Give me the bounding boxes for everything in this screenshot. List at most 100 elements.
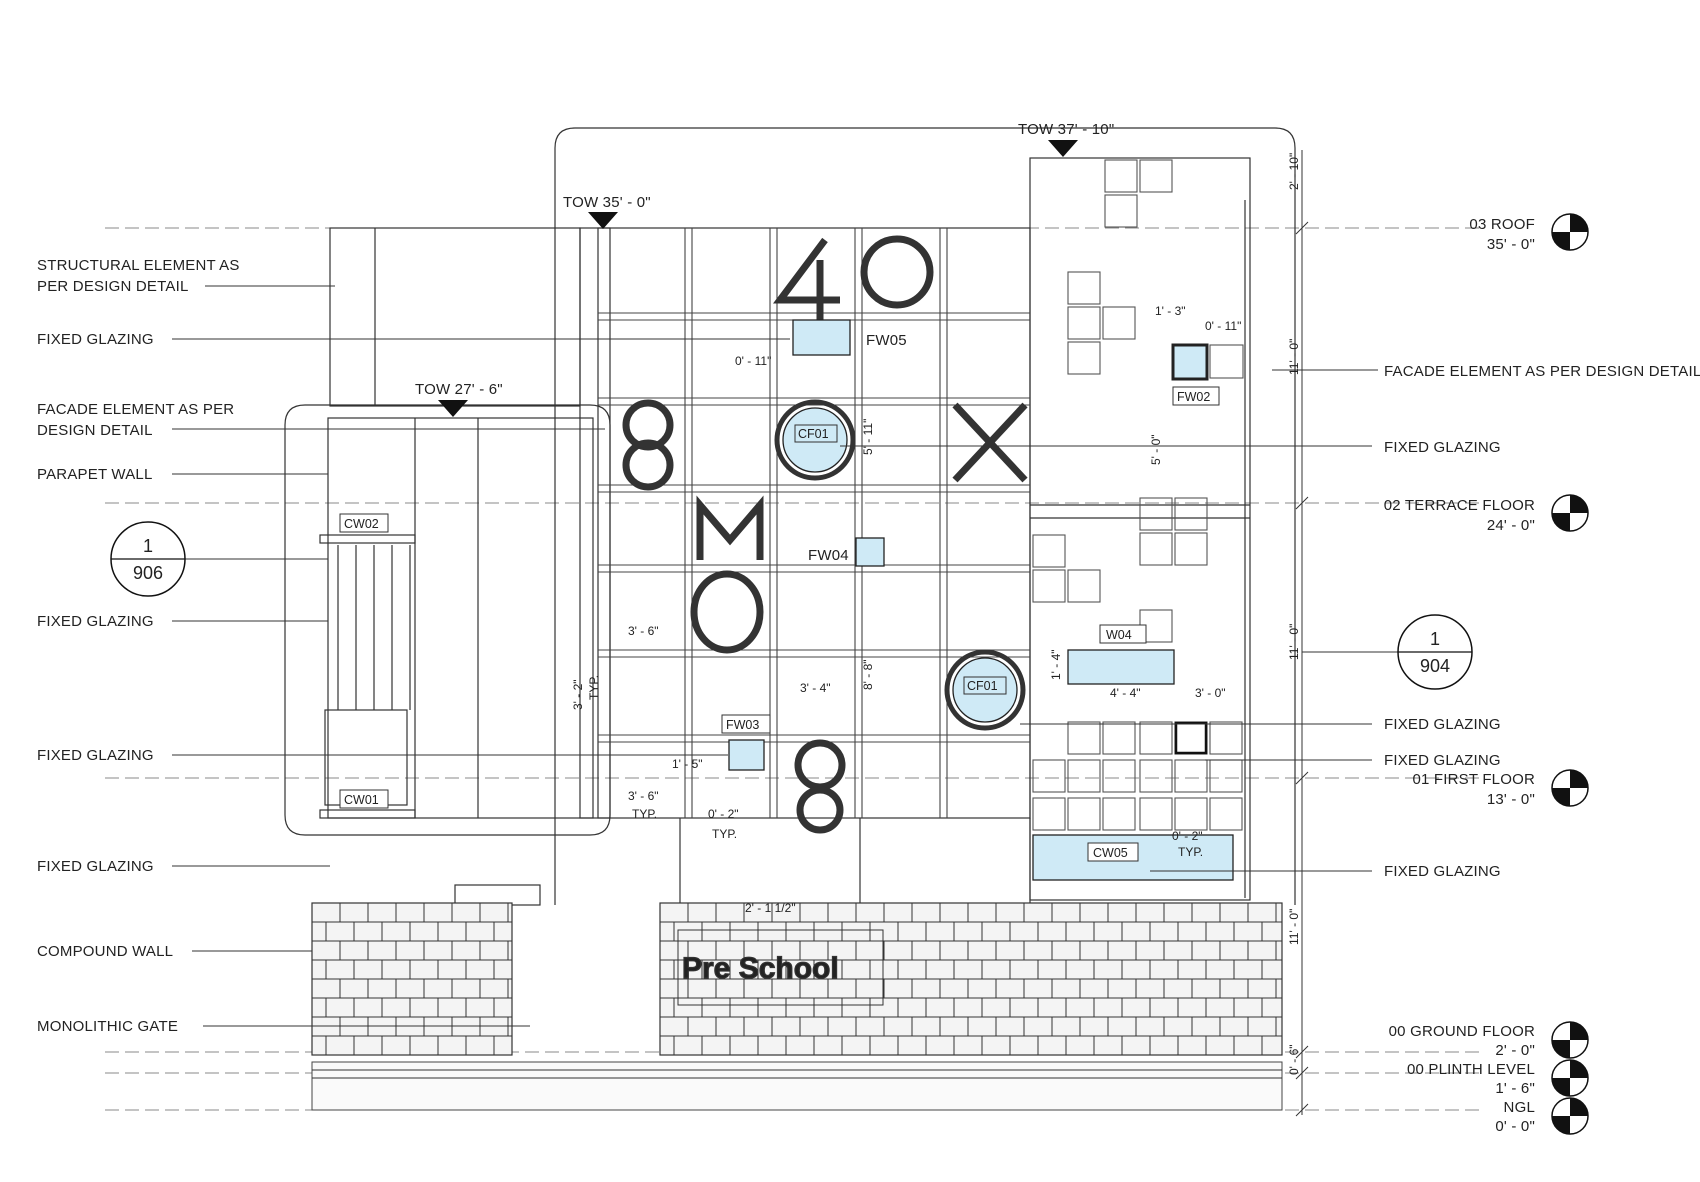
tag-fw02: FW02: [1177, 390, 1210, 404]
level-elevation: 2' - 0": [1495, 1042, 1535, 1059]
tower-tiles: [1032, 159, 1244, 831]
right-callouts: FACADE ELEMENT AS PER DESIGN DETAIL FIXE…: [840, 363, 1700, 880]
level-elevation: 0' - 0": [1495, 1118, 1535, 1135]
callout-monolithic-gate: MONOLITHIC GATE: [37, 1018, 178, 1035]
dim-label: 0' - 11": [735, 354, 771, 368]
callout-fixed-glazing: FIXED GLAZING: [1384, 716, 1501, 733]
school-signage: Pre School: [682, 952, 839, 985]
tag-fw03: FW03: [726, 718, 759, 732]
dim-label: 4' - 4": [1110, 686, 1141, 700]
level-name: 02 TERRACE FLOOR: [1384, 497, 1535, 514]
dim-label: 11' - 0": [1287, 909, 1301, 945]
callout-parapet-wall: PARAPET WALL: [37, 466, 153, 483]
tag-cw05: CW05: [1093, 846, 1128, 860]
level-elevation: 24' - 0": [1487, 517, 1535, 534]
level-markers: 03 ROOF 35' - 0" 02 TERRACE FLOOR 24' - …: [1384, 213, 1589, 1135]
facade-grid: [598, 228, 1030, 818]
left-callouts: STRUCTURAL ELEMENT AS PER DESIGN DETAIL …: [37, 257, 790, 1035]
facade-letters: [622, 235, 1028, 834]
dim-label: 3' - 4": [800, 681, 831, 695]
level-01-first: 01 FIRST FLOOR 13' - 0": [1412, 769, 1589, 808]
dim-label: TYP.: [712, 827, 737, 841]
tag-cf01: CF01: [798, 427, 829, 441]
tag-cw01: CW01: [344, 793, 379, 807]
dim-label: 0' - 11": [1205, 319, 1241, 333]
tag-fw05: FW05: [866, 332, 907, 349]
dim-label: 3' - 6": [628, 624, 659, 638]
callout-fixed-glazing: FIXED GLAZING: [37, 747, 154, 764]
tag-fw04: FW04: [808, 547, 849, 564]
dim-label: 1' - 4": [1049, 649, 1063, 680]
tag-w04: W04: [1106, 628, 1132, 642]
tow-triangle: [588, 212, 618, 229]
callout-fixed-glazing: FIXED GLAZING: [1384, 863, 1501, 880]
level-00-plinth: 00 PLINTH LEVEL 1' - 6": [1407, 1059, 1589, 1097]
callout-fixed-glazing: FIXED GLAZING: [1384, 752, 1501, 769]
dim-label: 11' - 0": [1287, 339, 1301, 375]
callout-compound-wall: COMPOUND WALL: [37, 943, 173, 960]
dim-label: 3' - 0": [1195, 686, 1226, 700]
callout-structural-line1: STRUCTURAL ELEMENT AS: [37, 257, 240, 274]
dim-label: 2' - 1 1/2": [745, 901, 796, 915]
level-02-terrace: 02 TERRACE FLOOR 24' - 0": [1384, 494, 1589, 534]
callout-fixed-glazing: FIXED GLAZING: [37, 613, 154, 630]
dim-label: 0' - 2": [708, 807, 739, 821]
level-00-ground: 00 GROUND FLOOR 2' - 0": [1389, 1021, 1589, 1059]
section-sheet: 906: [133, 563, 163, 583]
dim-label: 0' - 2": [1172, 829, 1203, 843]
level-name: 00 PLINTH LEVEL: [1407, 1061, 1535, 1078]
level-elevation: 1' - 6": [1495, 1080, 1535, 1097]
tow-markers: TOW 37' - 10" TOW 35' - 0" TOW 27' - 6": [415, 121, 1114, 417]
dim-label: 1' - 3": [1155, 304, 1186, 318]
tow-label: TOW 37' - 10": [1018, 121, 1114, 138]
callout-fixed-glazing: FIXED GLAZING: [37, 331, 154, 348]
dim-label: TYP.: [1178, 845, 1203, 859]
callout-facade-line2: DESIGN DETAIL: [37, 422, 153, 439]
callout-facade-line1: FACADE ELEMENT AS PER: [37, 401, 234, 418]
leader-lines: [172, 285, 790, 1027]
dim-label: 5' - 0": [1149, 434, 1163, 465]
dim-label: TYP.: [632, 807, 657, 821]
level-name: 00 GROUND FLOOR: [1389, 1023, 1535, 1040]
section-marker-904[interactable]: 1 904: [1302, 614, 1473, 690]
level-elevation: 13' - 0": [1487, 791, 1535, 808]
section-number: 1: [143, 536, 153, 556]
leader-lines: [840, 369, 1378, 872]
circle-windows: [774, 399, 1026, 731]
tow-label: TOW 35' - 0": [563, 194, 651, 211]
section-marker-906[interactable]: 1 906: [110, 521, 328, 597]
dim-label: 1' - 5": [672, 757, 703, 771]
level-03-roof: 03 ROOF 35' - 0": [1469, 213, 1589, 253]
building-outline: [284, 127, 1296, 906]
element-tags: CW02 CW01 FW05 FW02 CF01 FW04 FW03 W04 C…: [339, 332, 1220, 862]
vertical-dimension: [1295, 150, 1309, 1117]
dim-label: 8' - 8": [861, 659, 875, 690]
tow-label: TOW 27' - 6": [415, 381, 503, 398]
section-sheet: 904: [1420, 656, 1450, 676]
tow-triangle: [1048, 140, 1078, 157]
level-name: 03 ROOF: [1469, 216, 1535, 233]
level-name: 01 FIRST FLOOR: [1412, 771, 1535, 788]
tag-cw02: CW02: [344, 517, 379, 531]
callout-structural-line2: PER DESIGN DETAIL: [37, 278, 189, 295]
tow-triangle: [438, 400, 468, 417]
compound-wall: [311, 902, 1283, 1111]
dim-label: 2' - 10": [1287, 153, 1301, 190]
tag-cf01: CF01: [967, 679, 998, 693]
plinth: [312, 1069, 1282, 1079]
dimension-labels: 2' - 10" 11' - 0" 11' - 0" 11' - 0" 0' -…: [571, 153, 1301, 1075]
section-number: 1: [1430, 629, 1440, 649]
dim-label: TYP.: [587, 675, 601, 700]
level-ngl: NGL 0' - 0": [1495, 1097, 1589, 1135]
dim-label: 11' - 0": [1287, 624, 1301, 660]
dim-label: 3' - 2": [571, 679, 585, 710]
callout-fixed-glazing: FIXED GLAZING: [37, 858, 154, 875]
callout-facade-element: FACADE ELEMENT AS PER DESIGN DETAIL: [1384, 363, 1700, 380]
callout-fixed-glazing: FIXED GLAZING: [1384, 439, 1501, 456]
level-name: NGL: [1504, 1099, 1535, 1116]
level-elevation: 35' - 0": [1487, 236, 1535, 253]
dim-label: 0' - 6": [1287, 1044, 1301, 1075]
dim-label: 3' - 6": [628, 789, 659, 803]
